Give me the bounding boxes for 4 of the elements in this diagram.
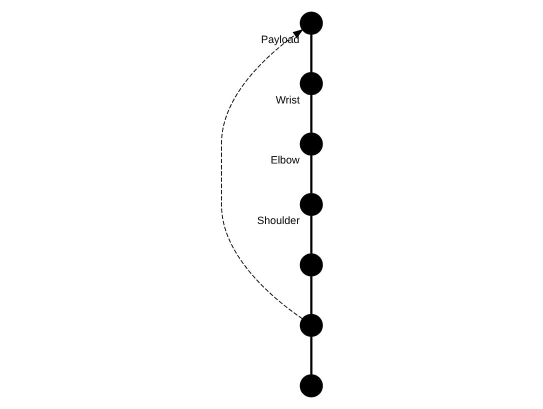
node-label: Elbow — [270, 154, 300, 167]
node-label: Shoulder — [256, 215, 300, 228]
node-label: Wrist — [275, 94, 300, 106]
node-label: Payload — [260, 34, 299, 46]
